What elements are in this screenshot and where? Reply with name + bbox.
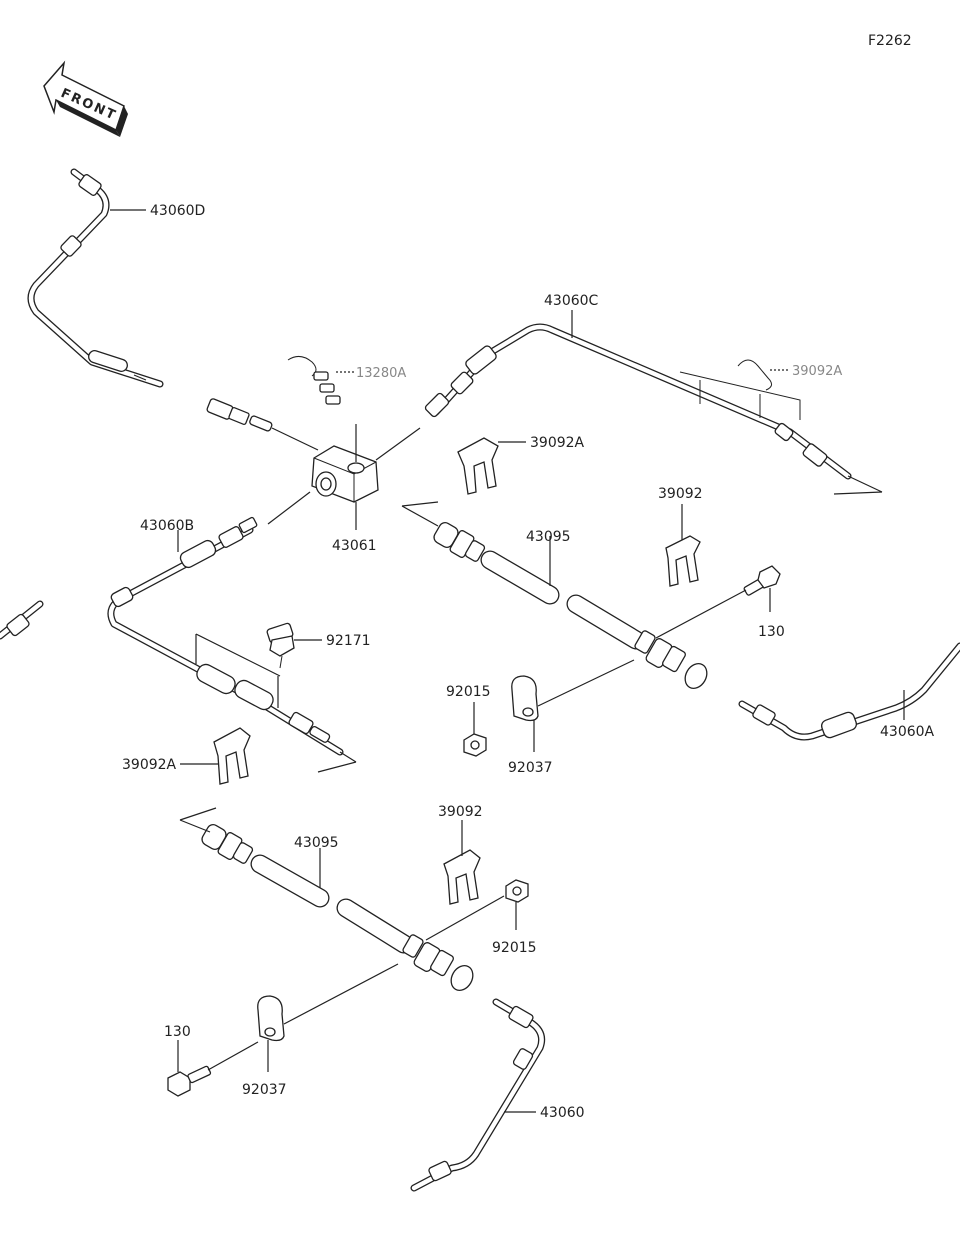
bolt-130-lower	[167, 1065, 212, 1097]
hose-clamp-39092-upper	[665, 535, 701, 587]
callout-92171: 92171	[326, 633, 371, 649]
callout-43095-upper: 43095	[526, 529, 571, 545]
hose-clamp-39092a-upper	[457, 437, 499, 495]
nut-92015-upper	[463, 733, 487, 757]
hose-clamp-39092a-lower	[213, 727, 251, 785]
front-arrow-icon: FRONT	[43, 60, 128, 137]
brake-joint-43061	[311, 445, 379, 503]
brake-pipe-43060	[410, 998, 546, 1192]
hose-clamp-92037-upper	[511, 675, 539, 722]
callout-39092-lower: 39092	[438, 804, 483, 820]
callout-39092a-lower: 39092A	[122, 757, 177, 773]
spring-clip-13280a	[287, 356, 341, 405]
spring-clip-right-faded	[679, 359, 801, 420]
brake-pipe-43060b	[107, 516, 344, 756]
callout-39092a-upper: 39092A	[530, 435, 585, 451]
callout-43060c: 43060C	[544, 293, 599, 309]
callout-43060b: 43060B	[140, 518, 194, 534]
callout-130-lower: 130	[164, 1024, 191, 1040]
callout-92037-lower: 92037	[242, 1082, 287, 1098]
callout-130-upper: 130	[758, 624, 785, 640]
callout-43060: 43060	[540, 1105, 585, 1121]
figure-code: F2262	[868, 33, 912, 49]
brake-hose-43095-lower	[201, 824, 474, 991]
brake-pipe-43060c	[424, 323, 852, 480]
callout-92015-lower: 92015	[492, 940, 537, 956]
hose-clamp-92037-lower	[257, 995, 285, 1042]
nut-92015-lower	[505, 879, 529, 903]
callout-43061: 43061	[332, 538, 377, 554]
hose-clamp-39092-lower	[443, 849, 481, 905]
callout-39092-upper: 39092	[658, 486, 703, 502]
callout-39092a-faded: 39092A	[792, 364, 842, 379]
callout-92037-upper: 92037	[508, 760, 553, 776]
callout-92015-upper: 92015	[446, 684, 491, 700]
brake-hose-43095-upper	[433, 522, 708, 689]
callout-13280a-faded: 13280A	[356, 366, 406, 381]
brake-pipe-43060a	[738, 642, 960, 741]
callout-43060a: 43060A	[880, 724, 935, 740]
pipe-flare-nut-left	[206, 398, 273, 432]
callout-43060d: 43060D	[150, 203, 205, 219]
brake-pipe-stub-left	[0, 600, 44, 640]
brake-clip-92171	[266, 622, 295, 669]
brake-pipe-43060d	[27, 168, 164, 388]
callout-43095-lower: 43095	[294, 835, 339, 851]
bolt-130-upper	[743, 565, 781, 596]
